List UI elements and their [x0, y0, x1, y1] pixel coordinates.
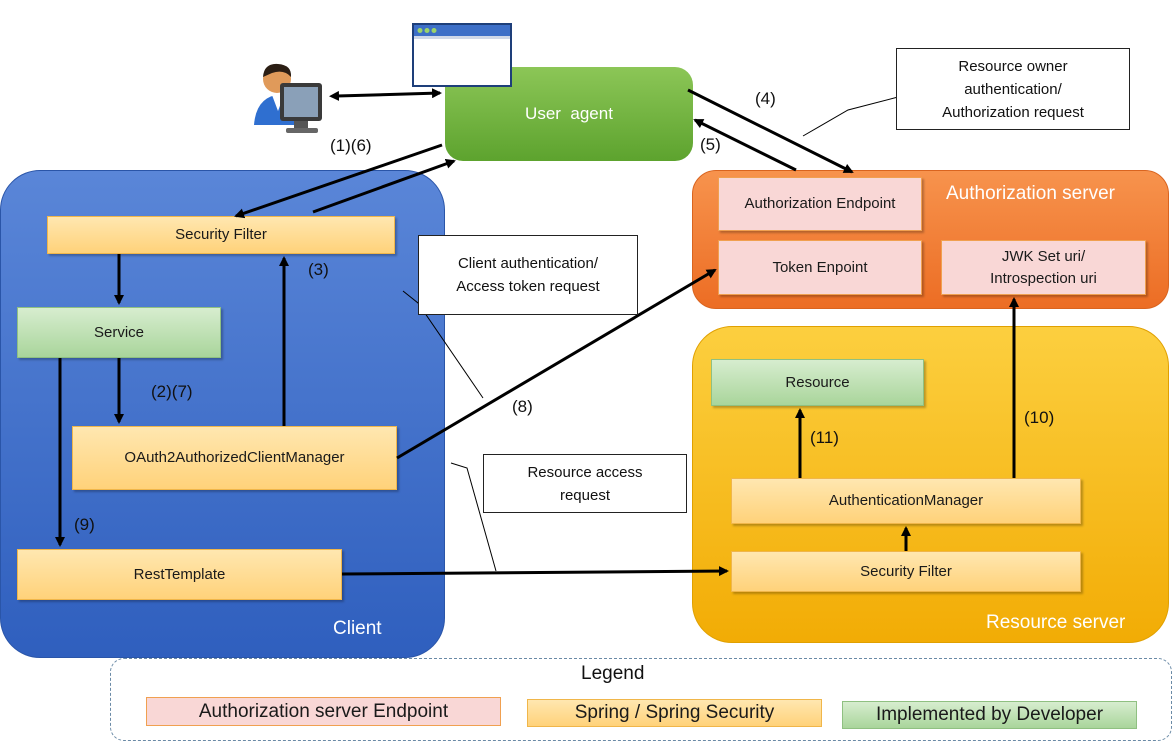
resource-owner-auth-note: Resource owner authentication/ Authoriza… [896, 48, 1130, 130]
client-region-title: Client [333, 618, 382, 639]
step-label-10: (10) [1024, 408, 1055, 427]
resource-box: Resource [711, 359, 924, 406]
callout-resource-access [450, 462, 497, 572]
legend-authorization-endpoint-label: Authorization server Endpoint [198, 700, 449, 722]
arrow-step1-to-filter [234, 143, 443, 219]
token-endpoint-box: Token Enpoint [718, 240, 922, 295]
callout-resource-owner [802, 96, 899, 137]
arrow-user-useragent [329, 88, 442, 101]
legend-spring-security: Spring / Spring Security [527, 699, 822, 727]
rest-template-box: RestTemplate [17, 549, 342, 600]
service-label: Service [93, 323, 145, 341]
authorized-client-manager-label: OAuth2AuthorizedClientManager [124, 449, 345, 466]
resource-label: Resource [785, 373, 850, 391]
step-label-9: (9) [74, 515, 95, 534]
step-label-5: (5) [700, 135, 721, 154]
authorization-endpoint-box: Authorization Endpoint [718, 177, 922, 231]
arrow-step6-to-useragent [312, 159, 456, 214]
arrow-step8 [396, 268, 717, 460]
resource-security-filter-box: Security Filter [731, 551, 1081, 592]
step-label-3: (3) [308, 260, 329, 279]
resource-security-filter-label: Security Filter [860, 562, 952, 580]
legend-title: Legend [581, 663, 645, 684]
arrow-step4 [687, 88, 854, 174]
step-label-2-7: (2)(7) [151, 382, 193, 401]
user-at-computer-icon [248, 55, 333, 137]
step-label-1-6: (1)(6) [330, 136, 372, 155]
legend-implemented-by-developer: Implemented by Developer [842, 701, 1137, 729]
browser-window-icon [412, 23, 512, 87]
arrow-step5 [693, 118, 797, 172]
arrow-resource-access [341, 566, 729, 577]
client-auth-note: Client authentication/ Access token requ… [418, 235, 638, 315]
authorized-client-manager-box: OAuth2AuthorizedClientManager [72, 426, 397, 490]
client-security-filter-label: Security Filter [175, 226, 267, 243]
legend-implemented-by-developer-label: Implemented by Developer [875, 704, 1104, 725]
jwk-set-uri-label: JWK Set uri/ Introspection uri [990, 247, 1097, 287]
resource-access-note: Resource access request [483, 454, 687, 513]
step-label-4: (4) [755, 89, 776, 108]
legend-spring-security-label: Spring / Spring Security [574, 702, 775, 723]
authorization-endpoint-label: Authorization Endpoint [744, 195, 896, 212]
service-box: Service [17, 307, 221, 358]
client-security-filter-box: Security Filter [47, 216, 395, 254]
user-agent-label: User agent [525, 104, 613, 123]
rest-template-label: RestTemplate [133, 565, 226, 583]
step-label-11: (11) [810, 428, 839, 447]
authentication-manager-box: AuthenticationManager [731, 478, 1081, 524]
jwk-set-uri-box: JWK Set uri/ Introspection uri [941, 240, 1146, 295]
step-label-8: (8) [512, 397, 533, 416]
authorization-server-title: Authorization server [946, 183, 1115, 204]
token-endpoint-label: Token Enpoint [772, 258, 868, 276]
legend-authorization-endpoint: Authorization server Endpoint [146, 697, 501, 726]
authentication-manager-label: AuthenticationManager [828, 492, 984, 509]
legend-frame [110, 658, 1172, 741]
resource-server-title: Resource server [986, 612, 1126, 633]
